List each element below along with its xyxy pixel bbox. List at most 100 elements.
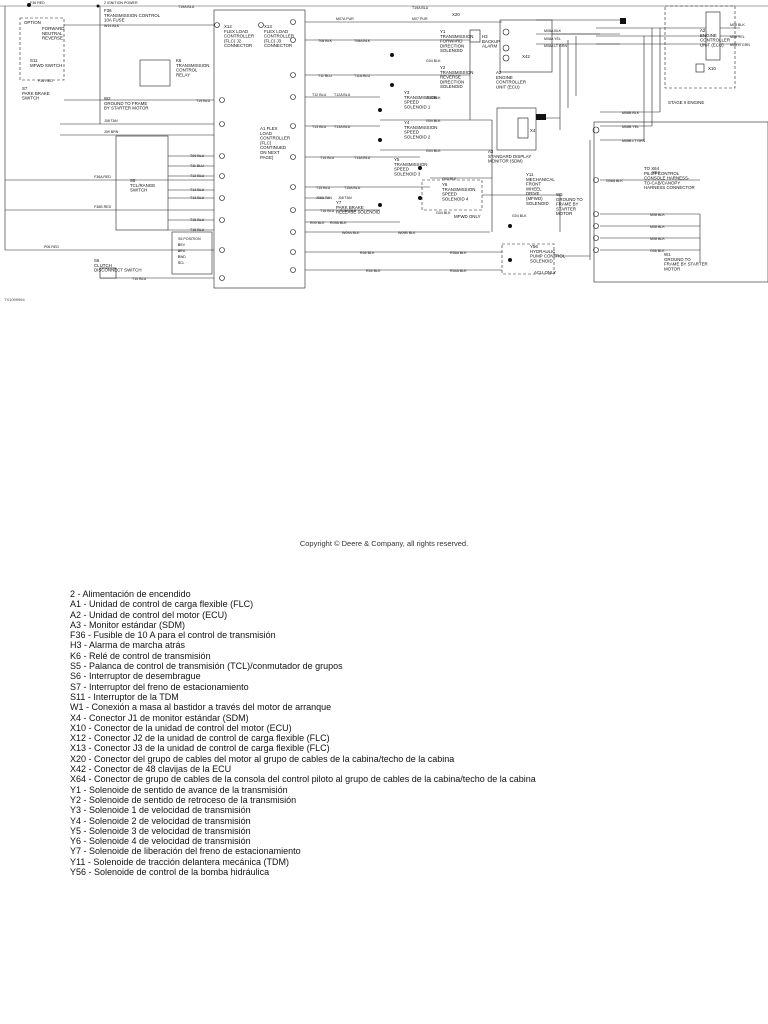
wire-label: T12A BLU: [334, 93, 351, 97]
s5-table-row: 2: [178, 249, 180, 253]
wire-label: M08 BLK: [650, 237, 665, 241]
wire-label: G04 BLK: [426, 96, 441, 100]
wire-label: R09A BLK: [330, 221, 347, 225]
s5-table-row: NEU: [178, 249, 186, 253]
wire-label: G04 BLK: [426, 59, 441, 63]
copyright-notice: Copyright © Deere & Company, all rights …: [299, 539, 469, 548]
wire-label: T14 BLU: [190, 188, 205, 192]
wire-label: M08 BLK: [650, 213, 665, 217]
legend-item: 2 - Alimentación de encendido: [70, 589, 191, 599]
wire-label: M07 PUR: [412, 17, 428, 21]
legend-item: A2 - Unidad de control del motor (ECU): [70, 609, 228, 620]
wire-label: T16A BLU: [340, 209, 357, 213]
wire-label: W14 BLK: [104, 24, 120, 28]
wire-label: G04 BLK: [436, 211, 451, 215]
wire-label: W09B BLK: [398, 231, 416, 235]
wire-label: G06A BLK: [606, 179, 623, 183]
wire-label: M08A YEL: [544, 37, 561, 41]
wire-label: T15 BLU: [190, 218, 205, 222]
legend-item: X13 - Conector J3 de la unidad de contro…: [70, 743, 330, 754]
legend-item: A1 - Unidad de control de carga flexible…: [70, 599, 254, 610]
wire-label: R56A BLK: [450, 251, 467, 255]
legend-item: X10 - Conector de la unidad de control d…: [70, 722, 292, 733]
legend-item: Y3 - Solenoide 1 de velocidad de transmi…: [70, 805, 251, 816]
figure-id: TX1099964: [4, 297, 25, 302]
wire-label: M08 BLK: [650, 225, 665, 229]
wire-label: T11A BLU: [354, 74, 371, 78]
wire-label: F36B RED: [94, 205, 112, 209]
x20-label: X20: [452, 12, 460, 17]
wire-label: R54 BLK: [366, 269, 381, 273]
s5-table-row: TCL: [178, 261, 185, 265]
s5-table-row: REV: [178, 243, 186, 247]
wire-label: M08B YEL: [622, 125, 639, 129]
wiring-schematic: F36 RED 2 IGNITION POWER T19A BLU W14 BLK T1…: [0, 1, 768, 289]
wire-label: R56 BLK: [360, 251, 375, 255]
wire-label: T16 BLU: [320, 209, 335, 213]
legend-item: H3 - Alarma de marcha atrás: [70, 640, 186, 651]
legend-item: K6 - Relé de control de transmisión: [70, 650, 211, 661]
wire-label: T19 BLU: [196, 99, 211, 103]
wire-label: F36 RED: [38, 79, 53, 83]
wire-label: 2 IGNITION POWER: [104, 1, 138, 5]
wire-label: G04 BLK: [442, 177, 457, 181]
wire-label: T16 BLU: [190, 228, 205, 232]
x10-label: X10: [708, 66, 716, 71]
legend-item: A3 - Monitor estándar (SDM): [70, 619, 186, 630]
wire-label: M08 BLK: [730, 23, 745, 27]
legend-item: X20 - Conector del grupo de cables del m…: [70, 753, 455, 764]
wire-label: T19A BLU: [178, 5, 195, 9]
wire-label: M08B LT GRN: [622, 139, 646, 143]
legend-item: S7 - Interruptor del freno de estacionam…: [70, 681, 249, 692]
wire-label: T19A BLU: [412, 6, 429, 10]
s5-table-row: FWD: [178, 255, 186, 259]
wire-label: R09 BLK: [310, 221, 325, 225]
wire-label: M08A LT GRN: [544, 44, 567, 48]
legend-item: Y7 - Solenoide de liberación del freno d…: [70, 846, 301, 857]
wire-label: T12 BLU: [190, 174, 205, 178]
legend-item: Y4 - Solenoide 2 de velocidad de transmi…: [70, 815, 251, 826]
legend-item: S11 - Interruptor de la TDM: [70, 691, 179, 702]
legend-list: 2 - Alimentación de encendido A1 - Unida…: [70, 589, 536, 877]
acu-only-note: ACU ONLY: [534, 270, 556, 275]
wire-label: T14A BLU: [354, 156, 371, 160]
s5-table-row: 3: [178, 255, 180, 259]
legend-item: X12 - Conector J2 de la unidad de contro…: [70, 733, 330, 744]
wire-label: T08 BLK: [318, 39, 333, 43]
wire-label: R54A BLK: [450, 269, 467, 273]
wire-label: G04 BLK: [426, 149, 441, 153]
wire-label: J08 TAN: [338, 196, 352, 200]
x42-label: X42: [522, 54, 530, 59]
wire-label: M08B BLK: [622, 111, 640, 115]
s11-option: OPTION: [24, 20, 41, 25]
legend-item: X64 - Conector de grupo de cables de la …: [70, 774, 536, 785]
wire-label: T13 BLU: [190, 196, 205, 200]
x4-label: X4: [530, 128, 536, 133]
wire-label: T08A BLK: [354, 39, 371, 43]
wire-label: M07A PUR: [336, 17, 354, 21]
s5-table-row: 1: [178, 243, 180, 247]
s5-table-header: S5 POSITION: [178, 237, 201, 241]
wire-label: J08 TAN: [104, 119, 118, 123]
wire-label: W09A BLK: [342, 231, 360, 235]
legend-item: X42 - Conector de 48 clavijas de la ECU: [70, 764, 232, 775]
legend-item: Y1 - Solenoide de sentido de avance de l…: [70, 784, 288, 795]
wire-label: M08A BLK: [544, 29, 562, 33]
